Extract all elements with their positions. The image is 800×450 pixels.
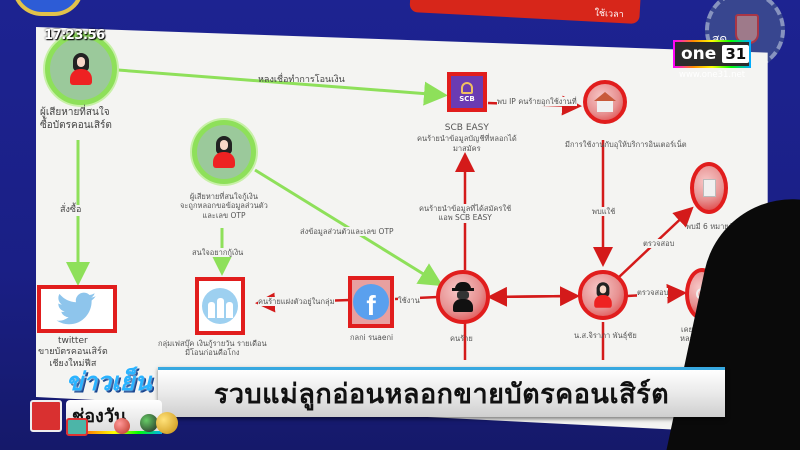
twitter-label-line2: ขายบัตรคอนเสิร์ต — [38, 347, 108, 358]
house-icon — [594, 92, 616, 112]
twitter-bird-icon — [56, 292, 96, 325]
edge-label-want-loan: สนใจอยากกู้เงิน — [192, 248, 244, 258]
scb-easy-label-line2: คนร้ายนำข้อมูลบัญชีที่หลอกได้ — [417, 134, 517, 144]
twitter-label-line1: twitter — [58, 336, 88, 346]
twitter-label-line3: เชียงใหม่ฟีส — [49, 358, 97, 369]
channel-logo: one 31 — [673, 40, 751, 68]
scb-easy-label-line1: SCB EASY — [444, 123, 489, 133]
victim2-node[interactable] — [192, 120, 256, 184]
scb-easy-label: SCB EASY คนร้ายนำข้อมูลบัญชีที่หลอกได้ ม… — [417, 123, 517, 153]
scb-easy-icon: SCB — [459, 81, 475, 103]
facebook-label: กลกi รนaeกi — [350, 333, 394, 342]
broadcast-timestamp: 17:23:56 — [44, 28, 105, 43]
edge-label-register-scb-line1: คนร้ายนำข้อมูลที่ได้สมัครใช้ — [419, 204, 512, 213]
show-logo-line1: ข่าวเย็น — [66, 367, 152, 396]
woman-suspect-node[interactable] — [578, 270, 628, 320]
suspect-label: คนร้าย — [450, 334, 473, 343]
ornament-ball-icon — [140, 414, 158, 432]
woman-icon — [70, 53, 92, 85]
edge-label-send-otp: ส่งข้อมูลส่วนตัวและเลข OTP — [300, 227, 394, 237]
victim2-label-line2: จะถูกหลอกขอข้อมูลส่วนตัว — [180, 201, 268, 211]
gift-box-icon — [30, 400, 62, 432]
edge-label-check-1: ตรวจสอบ — [643, 239, 675, 249]
headline-text: รวบแม่ลูกอ่อนหลอกขายบัตรคอนเสิร์ต — [213, 379, 670, 410]
woman-icon — [594, 282, 612, 308]
victim1-label-line2: ซื้อบัตรคอนเสิร์ต — [40, 119, 112, 131]
seal-shield-icon — [735, 14, 759, 44]
headline-bar: รวบแม่ลูกอ่อนหลอกขายบัตรคอนเสิร์ต — [158, 367, 725, 417]
edge-label-order: สั่งซื้อ — [60, 205, 82, 217]
victim1-node[interactable] — [45, 33, 117, 105]
suspect-node[interactable] — [436, 270, 490, 324]
edge-label-found-using: พบแใช้ — [592, 207, 616, 217]
woman-suspect-label: น.ส.จิราภา พันธุ์ชัย — [574, 331, 637, 340]
evidence-node[interactable] — [690, 162, 728, 214]
handcuffs-label-line1: เคยถู — [681, 325, 698, 334]
house-label: มีการใช้งานกับอุให้บริการอินเตอร์เน็ต — [565, 140, 687, 149]
facebook-group-icon — [202, 288, 238, 324]
facebook-group-label-line2: มีโอนก่อนคือโกง — [185, 348, 240, 358]
victim2-label-line3: และเลข OTP — [202, 210, 246, 220]
ornament-ball-icon — [156, 412, 178, 434]
facebook-group-label-line1: กลุ่มเฟสบุ๊ค เงินกู้รายวัน รายเดือน — [158, 339, 267, 348]
scb-easy-label-line3: มาสมัคร — [452, 143, 481, 153]
facebook-node[interactable]: f — [348, 276, 394, 328]
victim2-label: ผู้เสียหายที่สนใจกู้เงิน จะถูกหลอกขอข้อม… — [180, 192, 268, 220]
twitter-node[interactable] — [37, 285, 117, 333]
channel-logo-number: 31 — [722, 45, 750, 63]
edge-label-check-2: ตรวจสอบ — [637, 288, 669, 298]
gift-box-icon — [66, 418, 88, 436]
document-icon — [702, 179, 716, 197]
victim2-label-line1: ผู้เสียหายที่สนใจกู้เงิน — [189, 192, 258, 201]
edge-label-hide-in-group: คนร้ายแฝงตัวอยู่ในกลุ่ม — [258, 297, 335, 307]
victim1-label-line1: ผู้เสียหายที่สนใจ — [40, 107, 110, 118]
evidence-label: พบมี 6 หมายจับ — [686, 222, 738, 231]
twitter-label: twitter ขายบัตรคอนเสิร์ต เชียงใหม่ฟีส — [38, 336, 108, 370]
edge-label-register-scb: คนร้ายนำข้อมูลที่ได้สมัครใช้ แอพ SCB EAS… — [419, 204, 512, 223]
edge-label-register-scb-line2: แอพ SCB EASY — [438, 213, 492, 223]
house-node[interactable] — [583, 80, 627, 124]
ornament-ball-icon — [114, 418, 130, 434]
edge-label-transfer-money: หลงเชื่อทำการโอนเงิน — [258, 75, 345, 85]
facebook-group-node[interactable] — [195, 277, 245, 335]
victim1-label: ผู้เสียหายที่สนใจ ซื้อบัตรคอนเสิร์ต — [40, 107, 112, 132]
edge-label-found-ip: พบ IP คนร้ายอุกใช้งานที่ — [497, 97, 577, 107]
channel-logo-word: one — [681, 44, 717, 64]
hacker-icon — [452, 282, 474, 312]
facebook-group-label: กลุ่มเฟสบุ๊ค เงินกู้รายวัน รายเดือน มีโอ… — [158, 339, 267, 358]
facebook-icon: f — [353, 284, 389, 320]
woman-icon — [213, 136, 235, 168]
edge-label-use: ใช้งาน — [398, 296, 420, 306]
channel-url: www.one31.net — [679, 70, 746, 80]
scb-easy-node[interactable]: SCB — [447, 72, 487, 112]
